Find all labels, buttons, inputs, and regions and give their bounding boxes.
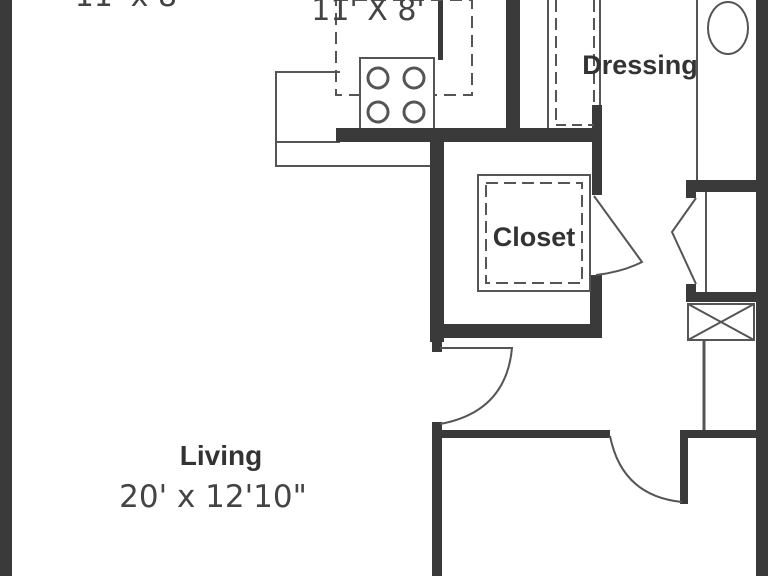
bedroom-door-jamb	[680, 430, 688, 504]
kitchen-dims: 11' X 8'	[311, 0, 424, 28]
living-dims: 20' x 12'10"	[119, 479, 307, 515]
dressing-label: Dressing	[582, 50, 698, 80]
top-partition-wall	[438, 0, 443, 60]
door-jamb-top	[432, 338, 442, 352]
closet-right-wall-lower	[590, 275, 602, 337]
burner-icon	[402, 100, 426, 124]
hvac-cross-2	[687, 303, 755, 341]
burner-icon	[366, 66, 390, 90]
bath-door-swing	[670, 197, 697, 285]
living-door-swing	[439, 347, 514, 425]
bedroom-door-swing	[609, 435, 683, 503]
closet-label: Closet	[493, 222, 576, 252]
closet-shelf-dashed	[485, 182, 583, 284]
closet-left-wall	[430, 128, 444, 342]
burner-icon	[366, 100, 390, 124]
kitchen-counter-front	[275, 142, 430, 167]
linen-top-wall	[686, 292, 756, 302]
closet-top-wall	[336, 128, 602, 142]
right-exterior-wall	[756, 0, 768, 576]
bath-divider-wall	[686, 180, 756, 192]
left-exterior-wall	[0, 0, 12, 576]
bedroom-top-wall-right	[684, 430, 756, 438]
closet-door-swing	[593, 195, 644, 276]
dressing-right-wall	[592, 105, 602, 195]
bath-vertical-wall	[686, 180, 696, 198]
dressing-left-wall	[506, 0, 520, 140]
living-label: Living	[180, 440, 262, 471]
closet-shelf	[477, 174, 591, 292]
kitchen-counter	[275, 71, 340, 143]
bedroom-top-wall-left	[432, 430, 610, 438]
closet-bottom-wall	[430, 324, 602, 338]
sink-icon	[707, 1, 749, 55]
bedroom-left-wall	[432, 422, 442, 576]
top-left-room-dims: 11' x 8'	[75, 0, 186, 14]
burner-icon	[402, 66, 426, 90]
